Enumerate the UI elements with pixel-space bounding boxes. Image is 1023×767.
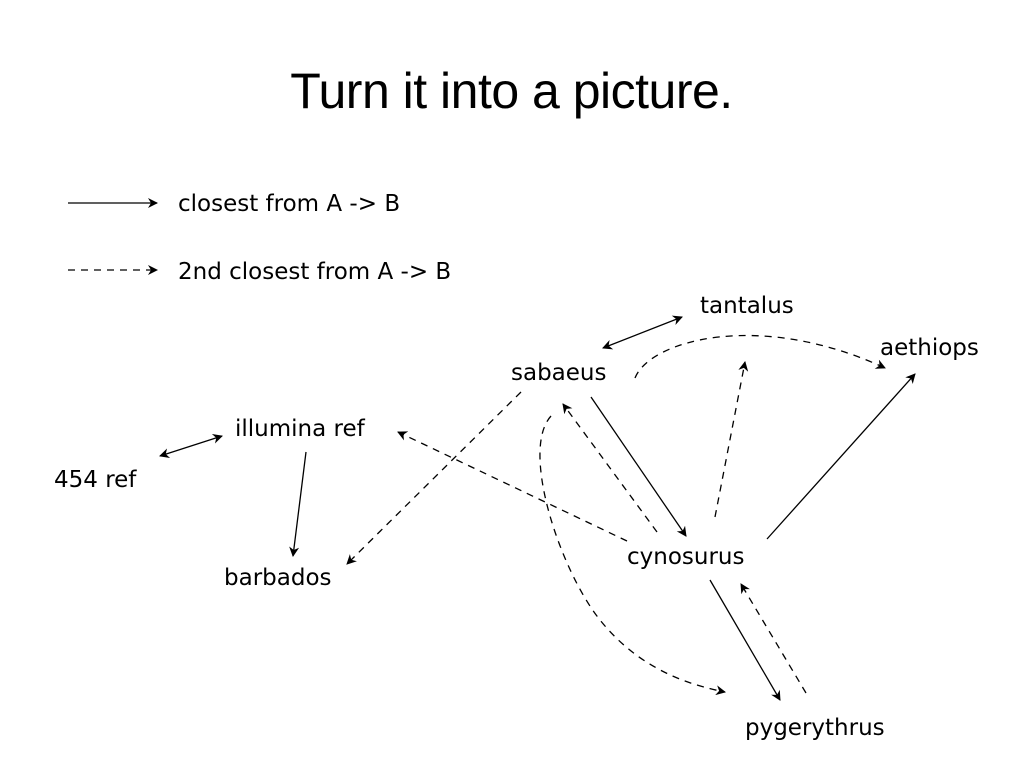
edge-sabaeus-tantalus [602,315,683,350]
node-cynosurus: cynosurus [627,544,744,570]
node-illumina-ref: illumina ref [235,416,366,442]
slide-title: Turn it into a picture. [290,63,733,119]
node-aethiops: aethiops [880,335,979,361]
edge-sabaeus-pygerythrus [539,415,726,696]
node-454-ref: 454 ref [54,467,137,493]
node-sabaeus: sabaeus [511,360,606,386]
legend-solid-label: closest from A -> B [178,191,400,217]
edge-454ref-illuminaref [159,434,223,458]
edge-cynosurus-pygerythrus [709,579,781,701]
edge-sabaeus-barbados [346,391,522,565]
legend-dashed-label: 2nd closest from A -> B [178,259,451,285]
legend: closest from A -> B 2nd closest from A -… [68,191,451,285]
edge-cynosurus-sabaeus [562,403,658,533]
node-barbados: barbados [224,565,332,591]
edges-second-closest [346,334,886,696]
edge-cynosurus-aethiops [766,373,916,540]
edge-cynosurus-illuminaref [397,431,628,542]
nodes: tantalus aethiops sabaeus illumina ref 4… [54,293,979,741]
edge-pygerythrus-cynosurus [740,583,807,694]
edge-illuminaref-barbados [289,451,307,557]
edge-cynosurus-tantalus [714,361,749,518]
node-tantalus: tantalus [700,293,794,319]
edge-tantalus-aethiops [634,334,886,379]
edges-closest [159,315,916,701]
edge-sabaeus-cynosurus [590,396,687,537]
node-pygerythrus: pygerythrus [745,715,885,741]
